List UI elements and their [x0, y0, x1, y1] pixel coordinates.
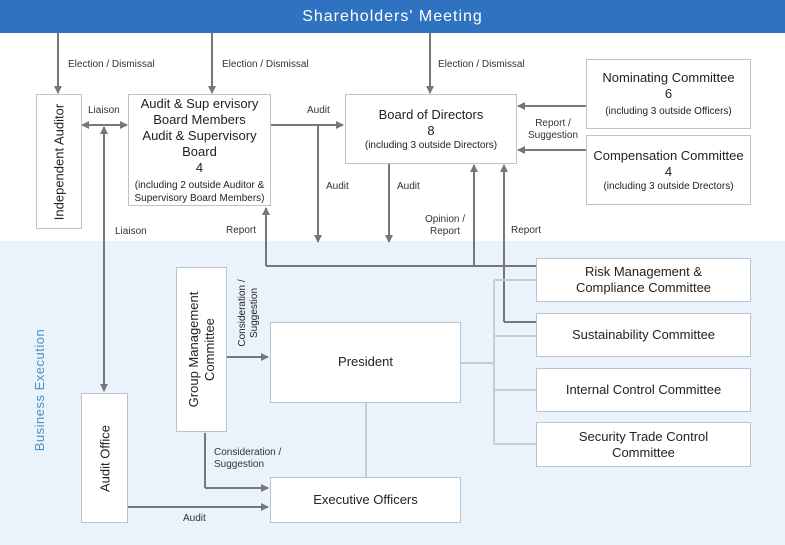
compensation-count: 4 — [664, 163, 673, 179]
security-line2: Committee — [612, 444, 675, 460]
audit-office-box: Audit Office — [81, 393, 128, 523]
shareholders-meeting-banner: Shareholders' Meeting — [0, 0, 785, 33]
group-management-committee-box: Group Management Committee — [176, 267, 227, 432]
compensation-note: (including 3 outside Drectors) — [603, 180, 734, 192]
election-dismissal-label-auditor: Election / Dismissal — [68, 59, 155, 70]
election-dismissal-label-audit-board: Election / Dismissal — [222, 59, 309, 70]
audit-board-line3: Audit & Supervisory Board — [142, 127, 257, 159]
risk-management-committee-box: Risk Management & Compliance Committee — [536, 258, 751, 302]
audit-label-audit-office: Audit — [183, 513, 206, 524]
consideration-horizontal-line2: Suggestion — [214, 459, 265, 470]
election-dismissal-label-board: Election / Dismissal — [438, 59, 525, 70]
nominating-note: (including 3 outside Officers) — [605, 106, 732, 117]
report-suggestion-line2: Suggestion — [527, 130, 579, 141]
internal-control-label: Internal Control Committee — [565, 382, 722, 397]
audit-label-left: Audit — [326, 181, 349, 192]
compensation-title: Compensation Committee — [593, 147, 744, 163]
report-suggestion-line1: Report / — [535, 118, 571, 129]
president-box: President — [270, 322, 461, 403]
board-of-directors-box: Board of Directors 8 (including 3 outsid… — [345, 94, 517, 164]
consideration-vertical-line1: Consideration / — [237, 279, 248, 347]
executive-officers-label: Executive Officers — [313, 492, 418, 507]
group-management-label: Group Management Committee — [176, 267, 227, 432]
board-note: (including 3 outside Directors) — [364, 139, 498, 151]
report-label-sustainability: Report — [511, 225, 542, 236]
audit-label-right: Audit — [397, 181, 420, 192]
nominating-title: Nominating Committee — [602, 70, 735, 85]
audit-board-note2: Supervisory Board Members) — [134, 192, 265, 204]
sustainability-label: Sustainability Committee — [571, 327, 716, 342]
executive-officers-box: Executive Officers — [270, 477, 461, 523]
audit-board-note1: (including 2 outside Auditor & — [134, 179, 265, 191]
consideration-horizontal-line1: Consideration / — [214, 447, 282, 458]
internal-control-committee-box: Internal Control Committee — [536, 368, 751, 412]
risk-line1: Risk Management & — [584, 264, 703, 279]
nominating-committee-box: Nominating Committee 6 (including 3 outs… — [586, 59, 751, 129]
group-mgmt-line1: Group Management — [185, 291, 201, 408]
audit-office-label: Audit Office — [96, 424, 112, 492]
president-label: President — [338, 353, 393, 369]
risk-line2: Compliance Committee — [575, 280, 712, 295]
report-suggestion-label: Report / Suggestion — [522, 118, 584, 142]
board-count: 8 — [427, 122, 435, 138]
business-execution-label: Business Execution — [31, 328, 47, 452]
nominating-count: 6 — [664, 86, 673, 101]
liaison-label-top: Liaison — [88, 105, 120, 116]
shareholders-meeting-title: Shareholders' Meeting — [302, 7, 483, 25]
independent-auditor-label: Independent Auditor — [51, 103, 66, 220]
sustainability-committee-box: Sustainability Committee — [536, 313, 751, 357]
compensation-committee-box: Compensation Committee 4 (including 3 ou… — [586, 135, 751, 205]
group-mgmt-line2: Committee — [201, 318, 217, 381]
opinion-report-label: Opinion / Report — [417, 214, 473, 238]
consideration-vertical-line2: Suggestion — [249, 287, 260, 339]
audit-supervisory-board-box: Audit & Sup ervisory Board Members Audit… — [128, 94, 271, 206]
security-trade-control-committee-box: Security Trade Control Committee — [536, 422, 751, 467]
audit-board-count: 4 — [195, 159, 204, 175]
security-line1: Security Trade Control — [578, 428, 709, 444]
consideration-label-horizontal: Consideration / Suggestion — [214, 447, 281, 471]
audit-board-line2: Board Members — [153, 111, 246, 127]
consideration-label-vertical: Consideration / Suggestion — [236, 279, 262, 346]
opinion-report-line1: Opinion / — [424, 214, 466, 225]
audit-label-board: Audit — [307, 105, 330, 116]
liaison-label-vertical: Liaison — [115, 226, 147, 237]
board-title: Board of Directors — [378, 106, 484, 122]
opinion-report-line2: Report — [429, 226, 460, 237]
report-label-audit-board: Report — [226, 225, 257, 236]
audit-board-line1: Audit & Sup ervisory — [140, 95, 259, 111]
independent-auditor-box: Independent Auditor — [36, 94, 82, 229]
